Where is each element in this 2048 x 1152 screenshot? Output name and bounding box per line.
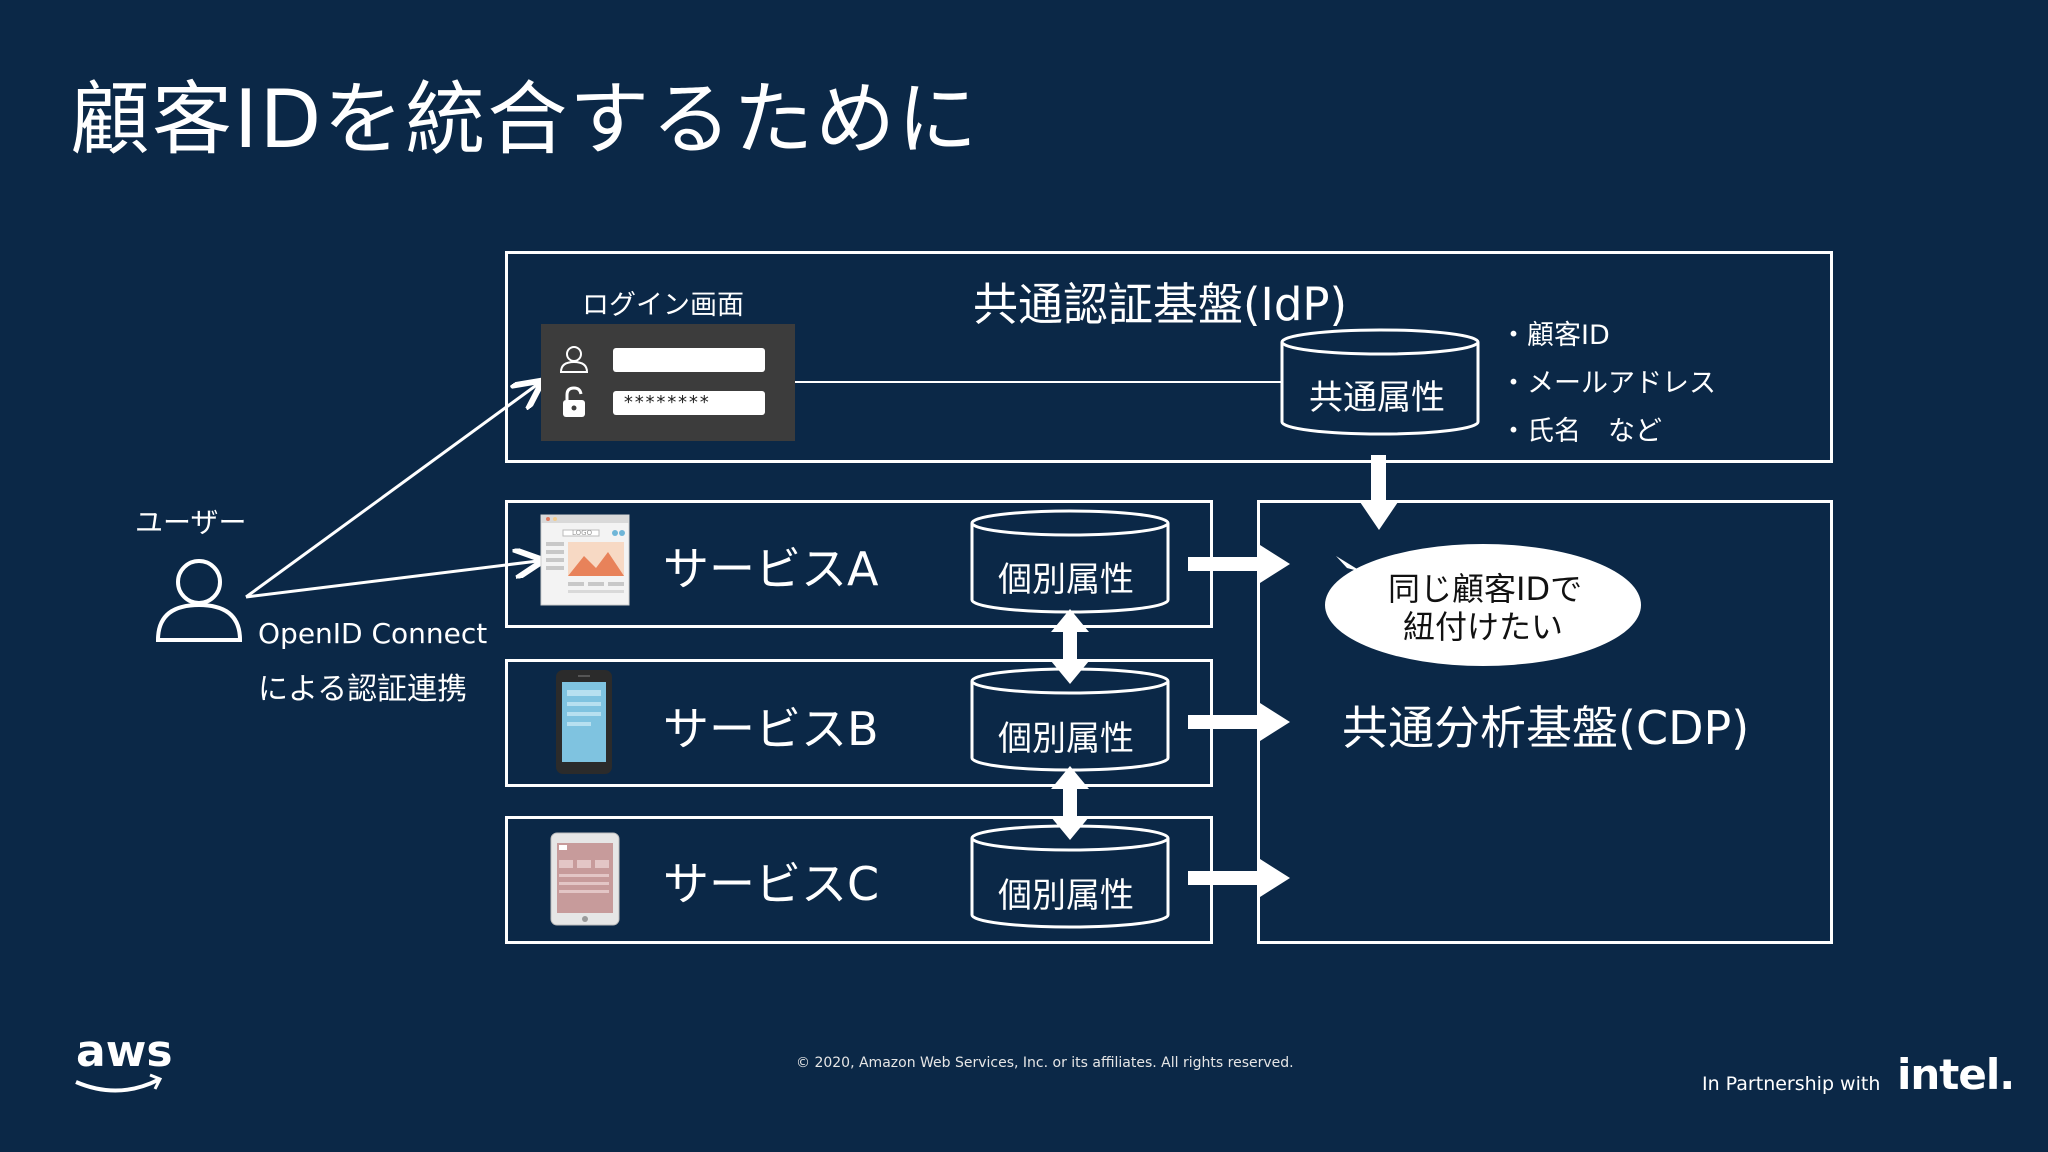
speech-bubble [1325, 544, 1641, 666]
oidc-label-line2: による認証連携 [258, 672, 468, 707]
arrow-c-to-cdp [1188, 859, 1290, 897]
service-b-db-cylinder [970, 667, 1170, 772]
intel-logo: intel. [1897, 1050, 2015, 1099]
user-outline-icon [559, 346, 589, 373]
smartphone-icon [556, 670, 612, 774]
shared-attribute-item: ・氏名 など [1500, 416, 1662, 447]
idp-box [505, 251, 1833, 463]
service-b-name: サービスB [663, 702, 879, 756]
shared-attribute-item: ・メールアドレス [1500, 368, 1716, 399]
oidc-arrow-to-login [245, 384, 538, 599]
service-a-db-label: 個別属性 [998, 560, 1134, 600]
service-c-name: サービスC [663, 857, 880, 911]
idp-title: 共通認証基盤(IdP) [973, 278, 1348, 331]
sync-arrow-a-b [1051, 609, 1089, 684]
cdp-title: 共通分析基盤(CDP) [1342, 701, 1750, 755]
browser-logo-text: LOGO [572, 529, 593, 537]
bubble-text-line2: 紐付けたい [1402, 608, 1563, 646]
copyright-text: © 2020, Amazon Web Services, Inc. or its… [796, 1055, 1294, 1071]
slide-title: 顧客IDを統合するために [70, 73, 980, 166]
aws-smile-icon [75, 1078, 159, 1093]
shared-attribute-item: ・顧客ID [1500, 320, 1610, 351]
service-b-db-label: 個別属性 [998, 719, 1134, 759]
bubble-text-line1: 同じ顧客IDで [1388, 570, 1583, 608]
login-id-field[interactable] [613, 348, 765, 372]
arrow-b-to-cdp [1188, 703, 1290, 741]
shared-db-label: 共通属性 [1309, 378, 1445, 418]
password-field[interactable]: ******** [613, 391, 765, 415]
login-screen-panel: ******** [541, 324, 795, 441]
padlock-icon [563, 386, 585, 417]
service-c-db-label: 個別属性 [998, 876, 1134, 916]
arrow-idp-to-cdp [1360, 455, 1398, 530]
browser-icon [540, 514, 630, 606]
oidc-label-line1: OpenID Connect [258, 617, 488, 650]
service-a-name: サービスA [663, 542, 879, 596]
partnership-text: In Partnership with [1702, 1073, 1881, 1095]
oidc-arrow-to-service-a [245, 561, 538, 599]
login-screen-label: ログイン画面 [582, 290, 744, 321]
shared-attribute-list: ・顧客ID ・メールアドレス ・氏名 など [1500, 321, 1716, 465]
arrow-a-to-cdp [1188, 545, 1290, 583]
shared-db-cylinder [1280, 328, 1480, 436]
user-label: ユーザー [135, 506, 247, 539]
user-icon [155, 559, 243, 642]
tablet-icon [550, 832, 620, 926]
aws-logo: aws [76, 1026, 173, 1077]
sync-arrow-b-c [1051, 766, 1089, 840]
